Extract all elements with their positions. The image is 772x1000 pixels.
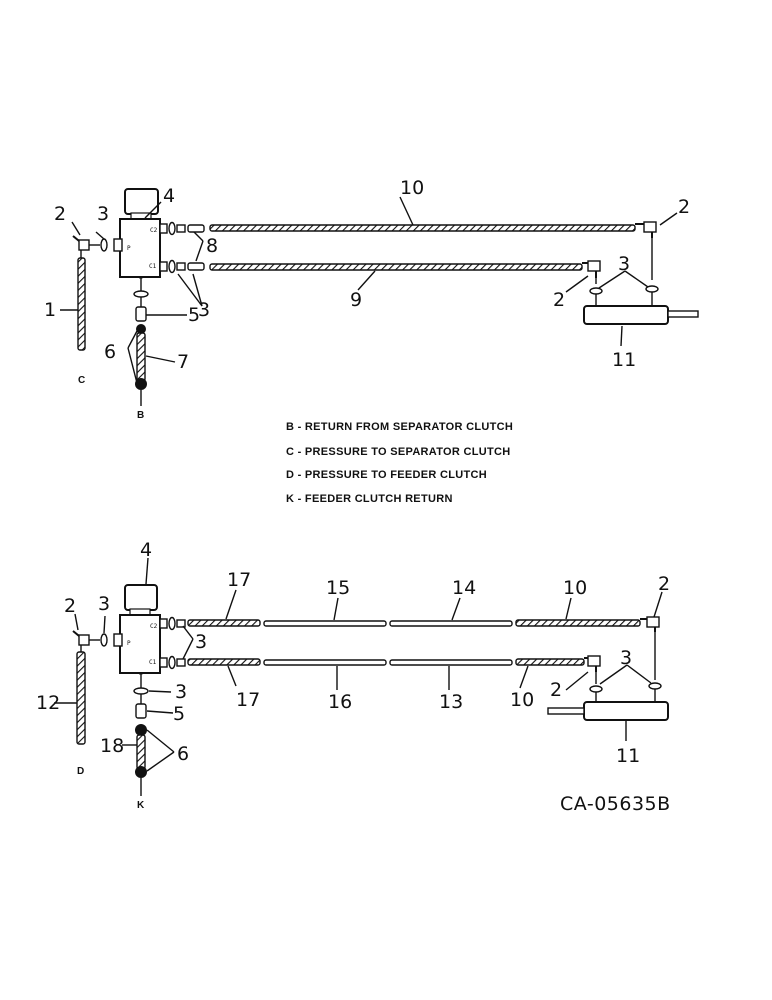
callout-17: 17: [236, 689, 260, 711]
callout-1: 1: [44, 299, 56, 321]
callout-3: 3: [175, 681, 187, 703]
callout-2: 2: [550, 679, 562, 701]
callout-3: 3: [98, 593, 110, 615]
callout-15: 15: [326, 577, 350, 599]
svg-text:C1: C1: [149, 659, 157, 666]
hose-7-top: [136, 332, 146, 382]
callout-3: 3: [618, 253, 630, 275]
svg-text:P: P: [127, 640, 131, 647]
callout-4: 4: [163, 185, 175, 207]
cylinder-11-bottom: [583, 701, 669, 721]
callout-11: 11: [616, 745, 640, 767]
callout-6: 6: [177, 743, 189, 765]
callout-4: 4: [140, 539, 152, 561]
callout-16: 16: [328, 691, 352, 713]
hose-10-top: [209, 224, 636, 232]
hose-end-k: K: [137, 800, 145, 811]
callout-12: 12: [36, 692, 60, 714]
valve-body-top: [119, 218, 161, 278]
callout-2: 2: [64, 595, 76, 617]
callout-2: 2: [678, 196, 690, 218]
tube-15: [263, 620, 387, 627]
tube-13: [389, 659, 513, 666]
tube-14: [389, 620, 513, 627]
hose-10-upper: [515, 619, 641, 627]
svg-text:C1: C1: [149, 263, 157, 270]
callout-5: 5: [188, 304, 200, 326]
legend-item: B - RETURN FROM SEPARATOR CLUTCH: [286, 421, 513, 433]
tube-16: [263, 659, 387, 666]
bottom-leaders: [54, 557, 663, 772]
cylinder-11-top: [583, 305, 669, 325]
svg-text:P: P: [127, 245, 131, 252]
callout-3: 3: [620, 647, 632, 669]
callout-10: 10: [510, 689, 534, 711]
legend-item: D - PRESSURE TO FEEDER CLUTCH: [286, 469, 487, 481]
hose-end-d: D: [77, 766, 84, 777]
top-leaders: [60, 196, 678, 384]
hose-17-upper: [187, 619, 261, 627]
legend-item: C - PRESSURE TO SEPARATOR CLUTCH: [286, 446, 511, 458]
callout-6: 6: [104, 341, 116, 363]
callout-13: 13: [439, 691, 463, 713]
hose-end-b: B: [137, 410, 144, 421]
callout-3: 3: [195, 631, 207, 653]
callout-10: 10: [563, 577, 587, 599]
valve-body-bottom: [119, 614, 161, 674]
solenoid-bottom: [124, 584, 158, 611]
callout-3: 3: [97, 203, 109, 225]
callout-10: 10: [400, 177, 424, 199]
callout-11: 11: [612, 349, 636, 371]
callout-8: 8: [206, 235, 218, 257]
figure-code: CA-05635B: [560, 793, 671, 815]
hose-10-lower: [515, 658, 585, 666]
bottom-assembly: C2 C1 P T: [36, 539, 670, 811]
svg-text:C2: C2: [150, 227, 158, 234]
legend: B - RETURN FROM SEPARATOR CLUTCH C - PRE…: [286, 421, 513, 505]
callout-2: 2: [54, 203, 66, 225]
hose-1-top: [77, 257, 86, 351]
hose-18: [136, 734, 146, 770]
callout-3: 3: [198, 299, 210, 321]
callout-18: 18: [100, 735, 124, 757]
top-assembly: C2 C1 P T: [44, 177, 699, 421]
hose-end-c: C: [78, 375, 85, 386]
hose-17-lower: [187, 658, 261, 666]
callout-9: 9: [350, 289, 362, 311]
callout-7: 7: [177, 351, 189, 373]
callout-2: 2: [553, 289, 565, 311]
callout-14: 14: [452, 577, 476, 599]
callout-17: 17: [227, 569, 251, 591]
hose-9-top: [209, 263, 583, 271]
svg-text:C2: C2: [150, 623, 158, 630]
legend-item: K - FEEDER CLUTCH RETURN: [286, 493, 453, 505]
hose-12: [76, 651, 86, 745]
callout-5: 5: [173, 703, 185, 725]
callout-2: 2: [658, 573, 670, 595]
